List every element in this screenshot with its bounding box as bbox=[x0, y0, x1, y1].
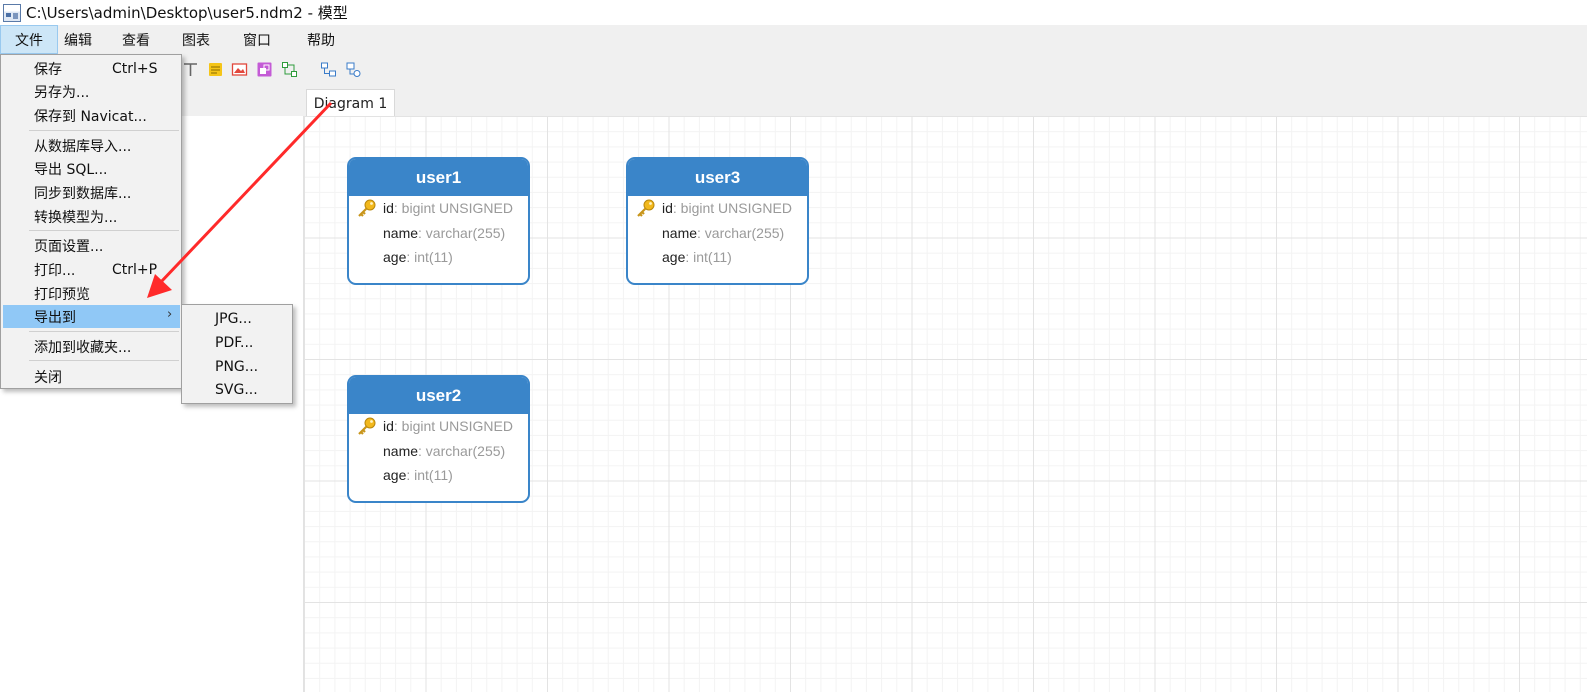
tab-strip bbox=[0, 86, 1587, 116]
menu-item-export-sql[interactable]: 导出 SQL... bbox=[34, 161, 108, 178]
chevron-right-icon: › bbox=[167, 307, 173, 322]
menu-item-print[interactable]: 打印... Ctrl+P bbox=[34, 261, 158, 279]
file-menu: 保存 Ctrl+S 另存为... 保存到 Navicat... 从数据库导入..… bbox=[0, 54, 182, 389]
export-submenu: JPG... PDF... PNG... SVG... bbox=[181, 304, 293, 404]
menu-item-add-favorite[interactable]: 添加到收藏夹... bbox=[34, 339, 132, 356]
layer-icon[interactable] bbox=[281, 61, 298, 78]
entity-field[interactable]: id: bigint UNSIGNED bbox=[349, 414, 528, 439]
submenu-item-svg[interactable]: SVG... bbox=[215, 382, 258, 398]
primary-key-icon bbox=[358, 417, 376, 435]
menu-item-save-to-navicat[interactable]: 保存到 Navicat... bbox=[34, 108, 147, 125]
entity-title: user3 bbox=[628, 159, 807, 196]
submenu-item-png[interactable]: PNG... bbox=[215, 359, 259, 375]
primary-key-icon bbox=[358, 199, 376, 217]
submenu-item-pdf[interactable]: PDF... bbox=[215, 335, 254, 351]
primary-key-icon bbox=[637, 199, 655, 217]
menu-item-page-setup[interactable]: 页面设置... bbox=[34, 238, 104, 255]
entity-field[interactable]: name: varchar(255) bbox=[383, 224, 506, 241]
menu-window[interactable]: 窗口 bbox=[243, 32, 271, 49]
menu-diagram[interactable]: 图表 bbox=[182, 32, 210, 49]
menu-item-export-to[interactable]: 导出到 › bbox=[3, 305, 180, 328]
app-icon bbox=[3, 3, 21, 22]
entity-field[interactable]: age: int(11) bbox=[383, 467, 453, 484]
menu-edit[interactable]: 编辑 bbox=[64, 32, 92, 49]
menu-item-print-preview[interactable]: 打印预览 bbox=[34, 286, 90, 303]
menu-item-convert-model[interactable]: 转换模型为... bbox=[34, 209, 118, 226]
window-title: C:\Users\admin\Desktop\user5.ndm2 - 模型 bbox=[26, 4, 348, 22]
title-bar: C:\Users\admin\Desktop\user5.ndm2 - 模型 bbox=[0, 0, 1587, 25]
entity-table[interactable]: user2 id: bigint UNSIGNED name: varchar(… bbox=[347, 375, 530, 503]
entity-field[interactable]: id: bigint UNSIGNED bbox=[349, 196, 528, 221]
menu-separator bbox=[29, 130, 179, 131]
entity-field[interactable]: name: varchar(255) bbox=[662, 224, 785, 241]
menu-item-close[interactable]: 关闭 bbox=[34, 369, 62, 386]
menu-separator bbox=[29, 360, 179, 361]
entity-field[interactable]: age: int(11) bbox=[383, 249, 453, 266]
menu-view[interactable]: 查看 bbox=[122, 32, 150, 49]
menu-item-import-from-db[interactable]: 从数据库导入... bbox=[34, 138, 132, 155]
entity-title: user1 bbox=[349, 159, 528, 196]
entity-field[interactable]: name: varchar(255) bbox=[383, 442, 506, 459]
menu-item-save[interactable]: 保存 Ctrl+S bbox=[34, 60, 158, 78]
tab-diagram-1[interactable]: Diagram 1 bbox=[306, 89, 395, 117]
entity-title: user2 bbox=[349, 377, 528, 414]
relation-icon[interactable] bbox=[345, 61, 362, 78]
entity-field[interactable]: age: int(11) bbox=[662, 249, 732, 266]
submenu-item-jpg[interactable]: JPG... bbox=[215, 311, 252, 327]
menu-item-sync-to-db[interactable]: 同步到数据库... bbox=[34, 185, 132, 202]
menu-item-save-as[interactable]: 另存为... bbox=[34, 84, 90, 101]
menu-bar: 文件 编辑 查看 图表 窗口 帮助 bbox=[0, 25, 1587, 54]
note-icon[interactable] bbox=[207, 61, 224, 78]
image-icon[interactable] bbox=[231, 61, 248, 78]
entity-table[interactable]: user3 id: bigint UNSIGNED name: varchar(… bbox=[626, 157, 809, 285]
entity-table[interactable]: user1 id: bigint UNSIGNED name: varchar(… bbox=[347, 157, 530, 285]
entity-field[interactable]: id: bigint UNSIGNED bbox=[628, 196, 807, 221]
menu-help[interactable]: 帮助 bbox=[307, 32, 335, 49]
auto-layout-icon[interactable] bbox=[320, 61, 337, 78]
menu-separator bbox=[29, 331, 179, 332]
menu-file[interactable]: 文件 bbox=[0, 25, 58, 54]
shape-icon[interactable] bbox=[256, 61, 273, 78]
text-tool-icon[interactable] bbox=[182, 61, 199, 78]
menu-separator bbox=[29, 230, 179, 231]
